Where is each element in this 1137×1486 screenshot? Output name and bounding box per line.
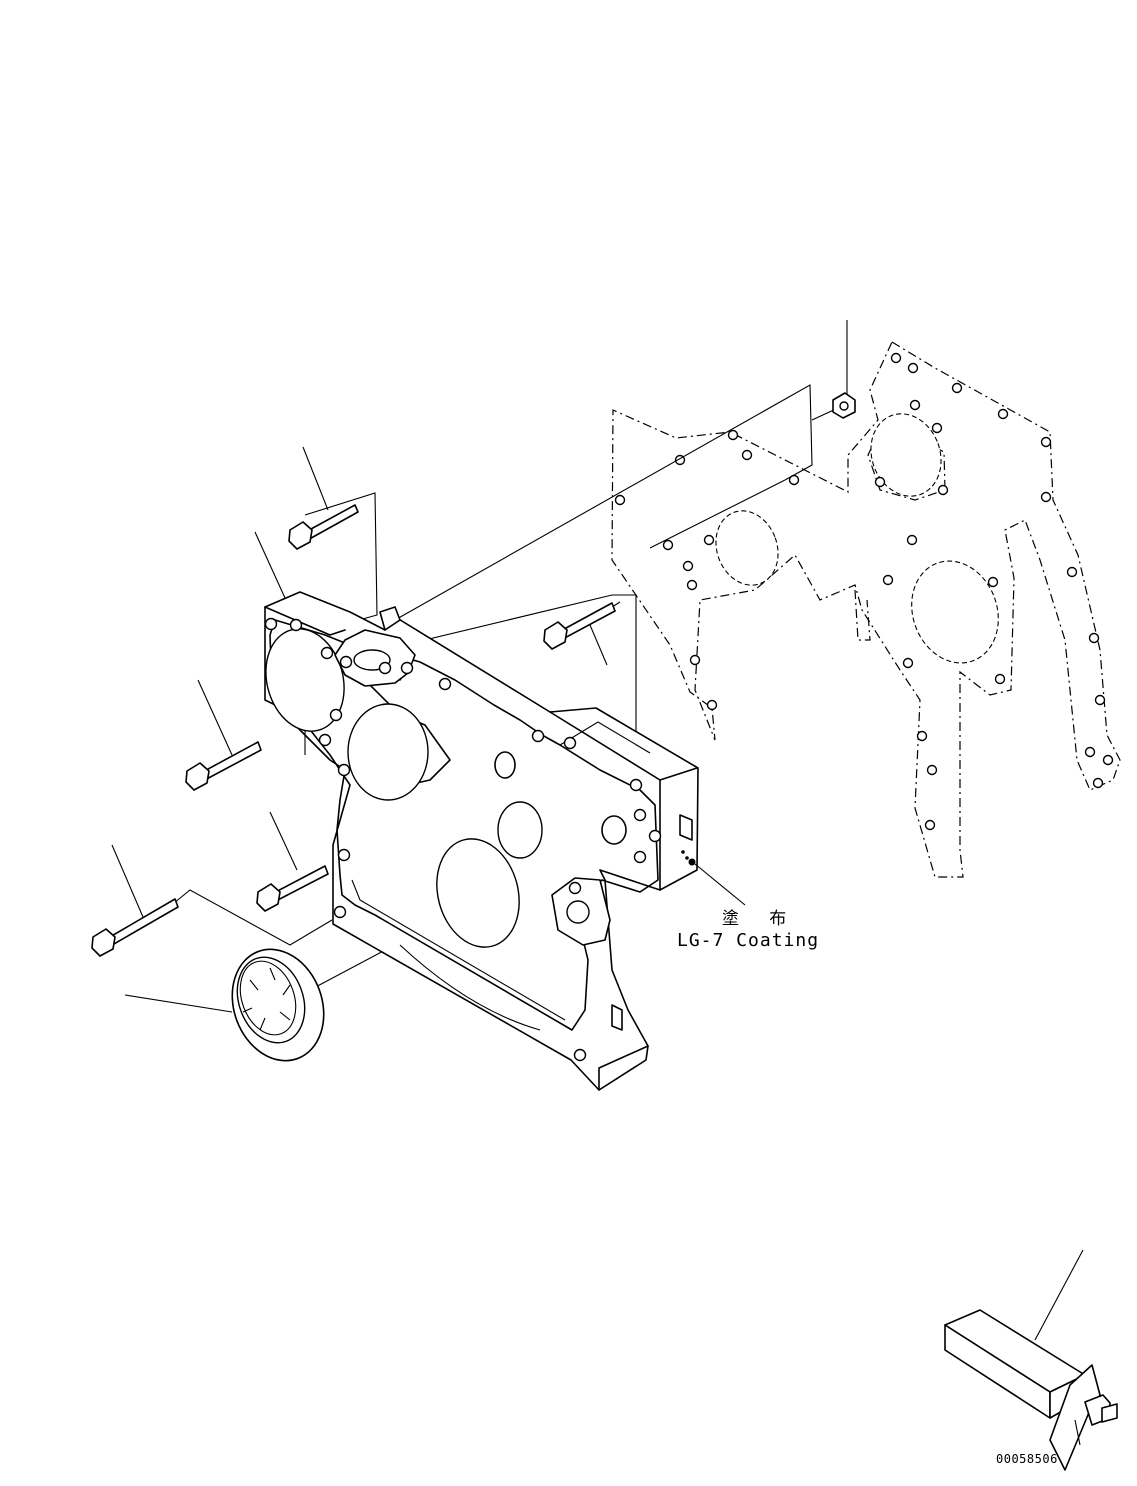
gasket-outline [611, 341, 1121, 878]
dowel-pin [601, 815, 627, 845]
gasket-bore-left [715, 510, 779, 586]
bolt-3 [185, 741, 262, 791]
nut [832, 392, 856, 419]
drawing-number: 00058506 [996, 1452, 1058, 1466]
coating-label-english: LG-7 Coating [677, 930, 820, 951]
bolt-2 [543, 602, 616, 650]
gasket-bolt-holes [614, 352, 1114, 831]
center-boss [497, 801, 543, 859]
sealant-tube-icon [944, 1309, 1118, 1471]
coating-label-japanese: 塗 布 [722, 909, 797, 929]
bolt-4 [256, 865, 329, 912]
gasket-bore-upper [870, 413, 942, 497]
cover-bolt-holes [264, 617, 662, 1062]
gasket-bore-main [911, 560, 999, 664]
pump-housing [347, 703, 429, 801]
crankshaft-bore [436, 838, 520, 948]
part-leader-lines [111, 320, 1084, 1341]
bolt-5 [91, 898, 179, 957]
bolt-1 [288, 504, 359, 550]
coating-leader-line [694, 863, 746, 906]
oil-seal [231, 948, 325, 1062]
front-cover [264, 591, 699, 1091]
dowel-pin [494, 751, 516, 779]
